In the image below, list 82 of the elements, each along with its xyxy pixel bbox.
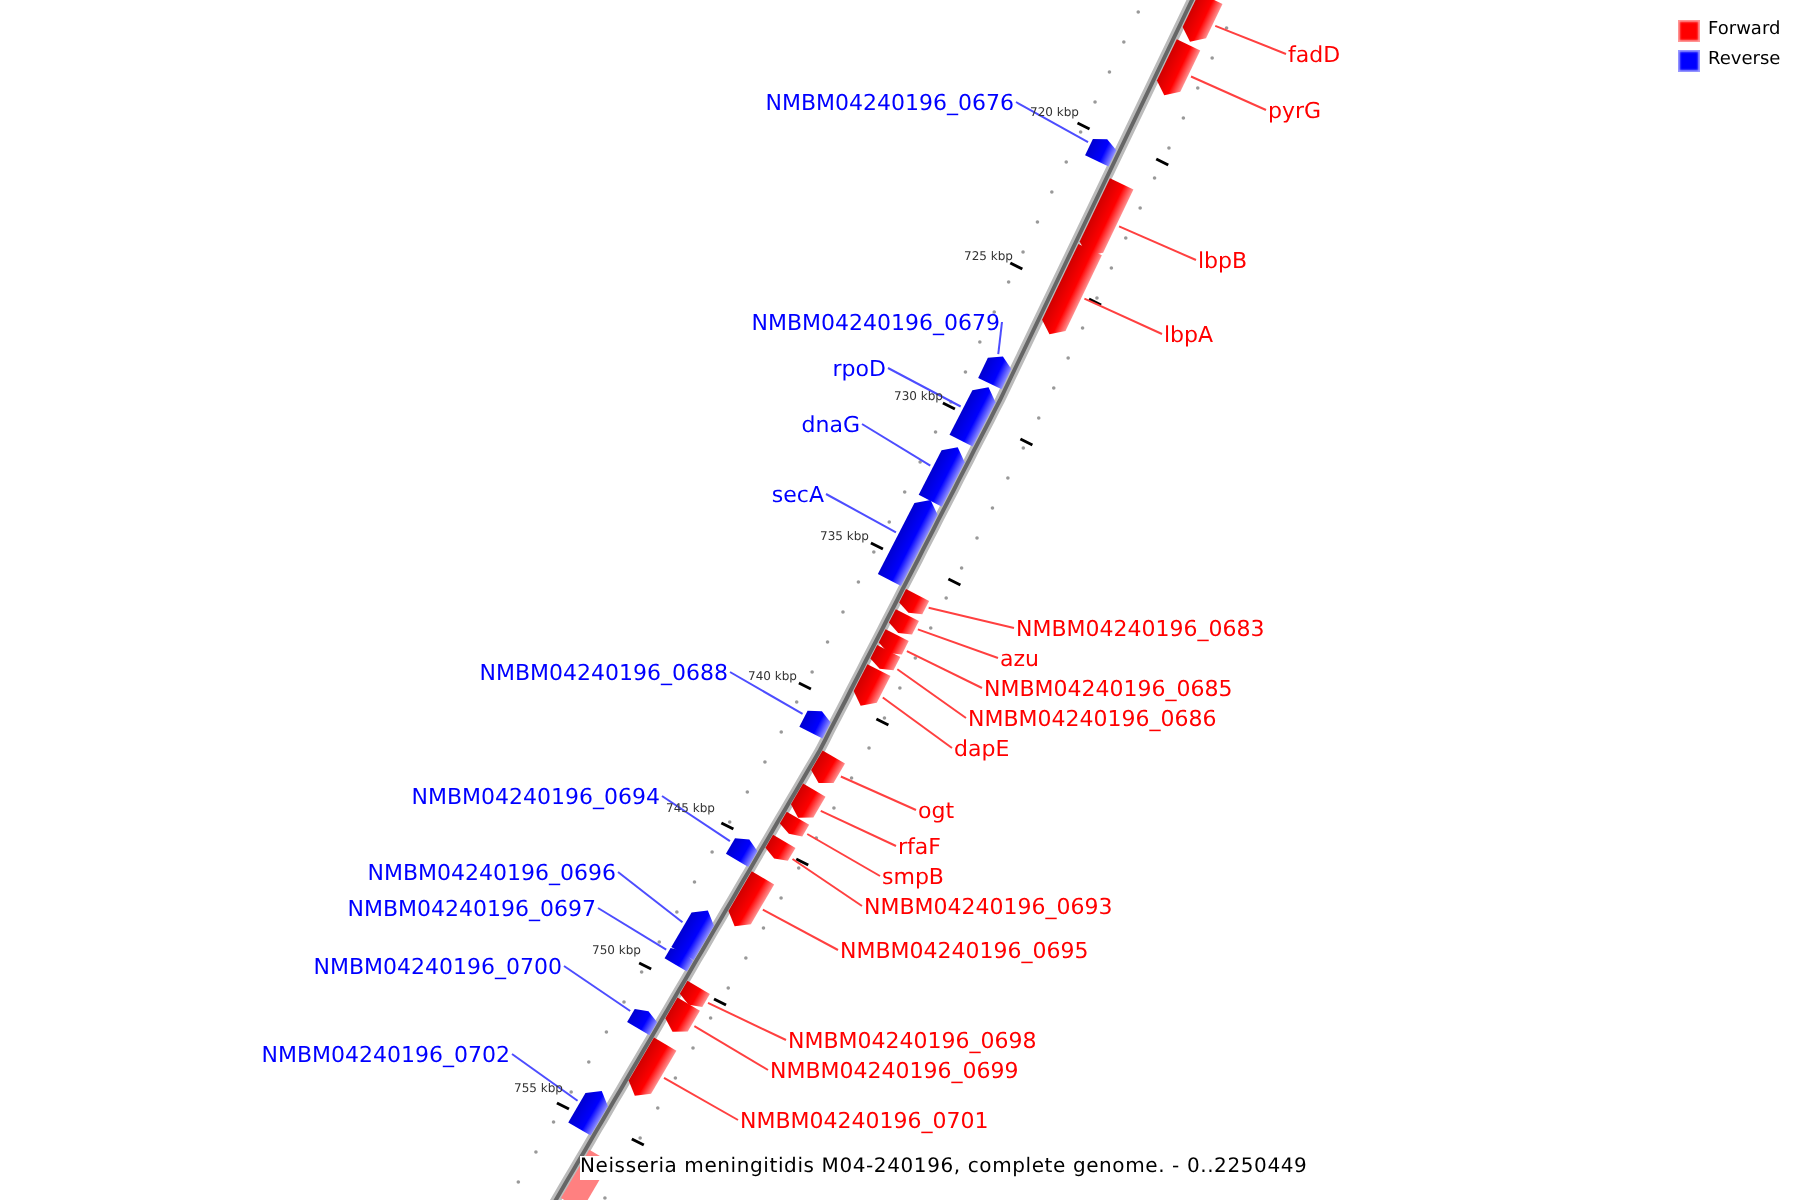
leader-line	[563, 965, 632, 1012]
gene-label: NMBM04240196_0700	[313, 953, 562, 979]
gene-label: secA	[771, 481, 824, 507]
gene-block	[1085, 138, 1117, 167]
leader-line	[896, 668, 967, 719]
gene-label: lbpA	[1164, 321, 1214, 347]
gene-block	[790, 783, 826, 818]
leader-line	[1083, 297, 1163, 335]
gene-block	[665, 997, 700, 1032]
gene-block	[728, 871, 775, 927]
leader-line	[791, 857, 863, 907]
gene-label: dnaG	[801, 411, 860, 437]
leader-line	[997, 321, 1003, 356]
leader-line	[693, 1025, 769, 1071]
gene-label: NMBM04240196_0694	[411, 783, 660, 809]
gene-block	[870, 645, 901, 671]
gene-label: ogt	[918, 797, 955, 823]
leader-line	[881, 696, 953, 749]
gene-label: NMBM04240196_0683	[1016, 615, 1265, 641]
gene-label: dapE	[954, 735, 1010, 761]
leader-line	[927, 606, 1015, 629]
leader-line	[707, 1001, 787, 1041]
leader-line	[661, 795, 731, 843]
leader-line	[1190, 75, 1267, 111]
legend-label: Reverse	[1708, 50, 1781, 72]
gene-block	[568, 1091, 608, 1136]
gene-label: NMBM04240196_0676	[765, 89, 1014, 115]
gene-label: NMBM04240196_0697	[347, 895, 596, 921]
gene-label: NMBM04240196_0686	[968, 705, 1217, 731]
gene-label: fadD	[1288, 41, 1341, 67]
gene-label: rpoD	[832, 355, 886, 381]
leader-line	[887, 367, 962, 408]
leader-line	[905, 650, 983, 689]
gene-block	[679, 980, 710, 1007]
gene-block	[949, 387, 996, 447]
gene-block	[725, 838, 758, 867]
gene-label: NMBM04240196_0695	[840, 937, 1089, 963]
gene-label: NMBM04240196_0688	[479, 659, 728, 685]
gene-block	[1042, 244, 1102, 335]
leader-line	[806, 833, 881, 877]
leader-line	[597, 907, 668, 951]
gene-block	[765, 834, 796, 861]
leader-line	[916, 628, 999, 659]
gene-block	[779, 811, 810, 837]
legend-label: Forward	[1708, 20, 1781, 42]
gene-label: azu	[1000, 645, 1039, 671]
leader-line	[861, 423, 932, 467]
gene-block	[1182, 0, 1223, 42]
gene-block	[1079, 178, 1134, 257]
gene-label: NMBM04240196_0679	[751, 309, 1000, 335]
leader-line	[729, 671, 804, 715]
leader-line	[1214, 24, 1287, 55]
leader-line	[511, 1053, 579, 1102]
leader-line	[819, 809, 897, 847]
gene-label: NMBM04240196_0701	[740, 1107, 989, 1133]
leader-line	[839, 775, 917, 811]
leader-line	[761, 908, 839, 951]
leader-line	[617, 871, 684, 924]
gene-block	[878, 629, 909, 655]
gene-block	[799, 710, 831, 739]
gene-block	[918, 447, 965, 507]
gene-label: NMBM04240196_0699	[770, 1057, 1019, 1083]
leader-line	[825, 493, 897, 534]
leader-line	[1015, 101, 1090, 144]
gene-block	[664, 947, 694, 972]
gene-label: NMBM04240196_0696	[367, 859, 616, 885]
gene-label: NMBM04240196_0693	[864, 893, 1113, 919]
gene-label: rfaF	[898, 833, 941, 859]
gene-block	[888, 609, 919, 635]
gene-label: lbpB	[1198, 247, 1248, 273]
gene-block	[978, 356, 1012, 390]
gene-block	[811, 750, 845, 784]
gene-label: NMBM04240196_0702	[261, 1041, 510, 1067]
gene-block	[1156, 39, 1201, 96]
gene-label: NMBM04240196_0698	[788, 1027, 1037, 1053]
leader-line	[663, 1076, 739, 1121]
gene-label: pyrG	[1268, 97, 1322, 123]
gene-block	[853, 664, 891, 706]
caption-text: Neisseria meningitidis M04-240196, complete genome. - 0..2250449	[580, 1156, 1308, 1180]
gene-label: NMBM04240196_0685	[984, 675, 1233, 701]
gene-label: smpB	[882, 863, 944, 889]
leader-line	[1118, 225, 1197, 261]
